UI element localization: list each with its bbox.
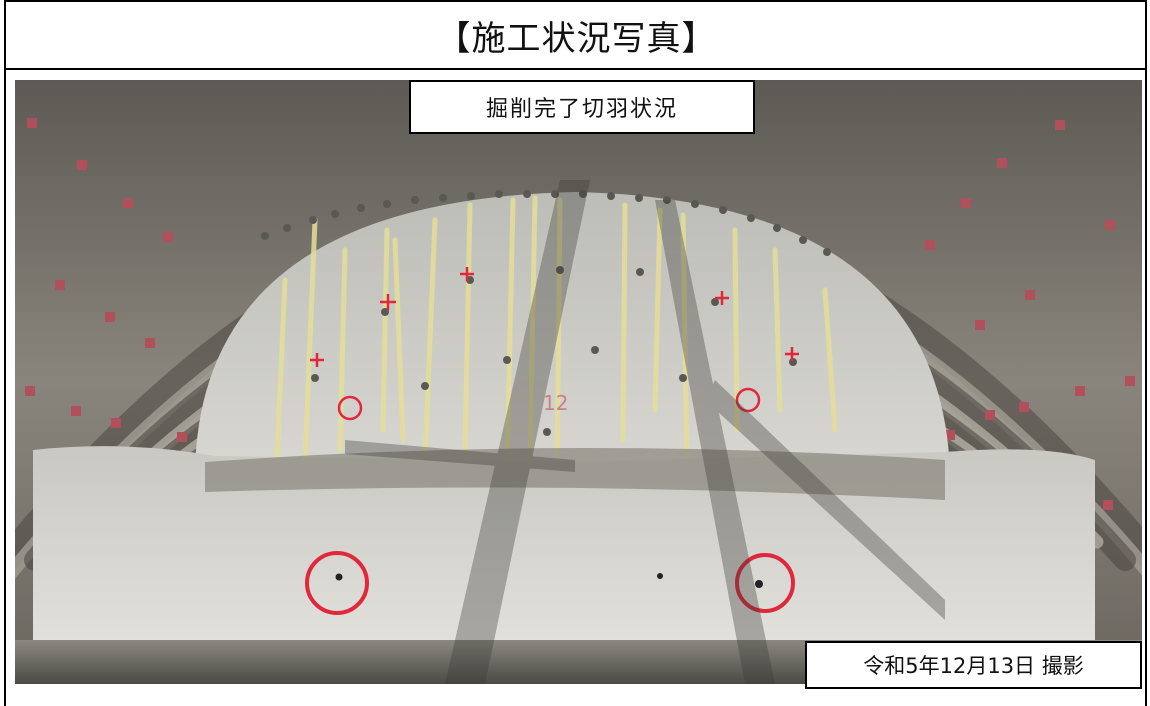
photo-caption-box: 掘削完了切羽状況 — [409, 80, 755, 134]
tunnel-face-image: 12 — [15, 80, 1142, 684]
construction-photo: 12 — [15, 80, 1142, 684]
painted-number: 12 — [543, 391, 568, 415]
equipment-shadows — [345, 180, 945, 684]
rock-bolt-plates — [25, 118, 1135, 510]
photo-date: 令和5年12月13日 撮影 — [863, 654, 1084, 678]
muck-band — [205, 447, 945, 500]
grout-streaks — [274, 195, 838, 483]
frame-right-border — [1145, 0, 1147, 706]
survey-markings — [310, 267, 799, 421]
photo-caption: 掘削完了切羽状況 — [485, 97, 678, 122]
frame-top-border — [4, 0, 1147, 2]
title-bar: 【施工状況写真】 — [6, 2, 1147, 70]
bolt-heads — [261, 190, 831, 436]
lower-bench — [33, 446, 1095, 640]
bench-markings — [305, 551, 795, 615]
photo-date-box: 令和5年12月13日 撮影 — [805, 641, 1142, 689]
drill-holes — [335, 573, 763, 588]
page-title: 【施工状況写真】 — [436, 18, 717, 59]
frame-left-border — [4, 0, 6, 706]
